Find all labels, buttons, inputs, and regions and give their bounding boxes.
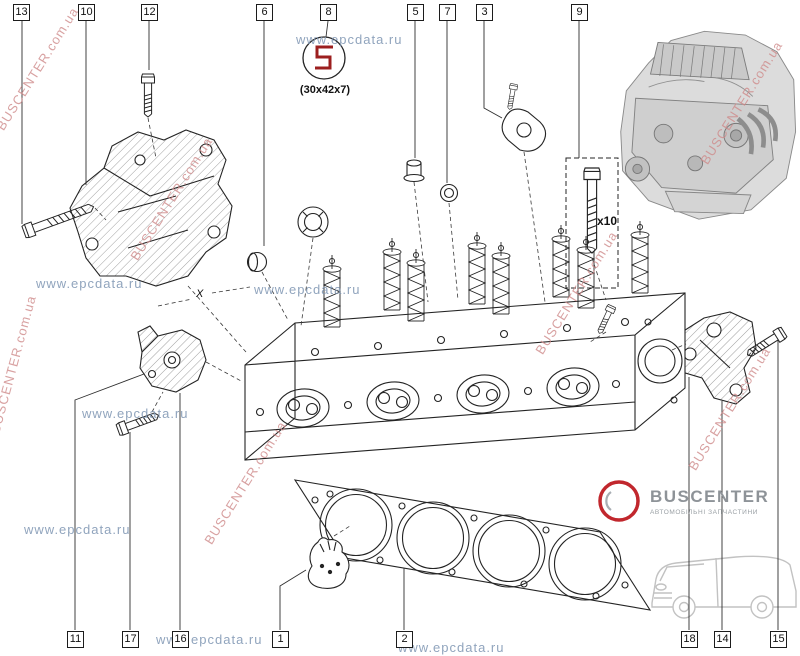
callout-box-12[interactable]: 12: [141, 4, 158, 21]
callout-box-1[interactable]: 1: [272, 631, 289, 648]
callout-box-3[interactable]: 3: [476, 4, 493, 21]
callout-box-15[interactable]: 15: [770, 631, 787, 648]
callout-box-10[interactable]: 10: [78, 4, 95, 21]
callout-box-6[interactable]: 6: [256, 4, 273, 21]
camshaft-seal: [297, 206, 329, 238]
small-bracket: [137, 325, 207, 393]
cup-plug: [246, 251, 268, 273]
logo-tagline: АВТОМОБІЛЬНІ ЗАПЧАСТИНИ: [650, 508, 759, 516]
callout-box-13[interactable]: 13: [13, 4, 30, 21]
engine-mount-bracket: [69, 129, 233, 287]
gasket-kit-bag: [307, 537, 350, 589]
bolt-12: [141, 73, 155, 118]
logo-name: BUSCENTER: [650, 486, 770, 506]
small-seal: [439, 183, 459, 203]
seal-cross-section-icon: [302, 36, 346, 80]
head-bolt-9: [565, 157, 619, 289]
callout-box-8[interactable]: 8: [320, 4, 337, 21]
callout-box-17[interactable]: 17: [122, 631, 139, 648]
callout-box-7[interactable]: 7: [439, 4, 456, 21]
callout-box-14[interactable]: 14: [714, 631, 731, 648]
bolt-17: [115, 408, 162, 437]
section-mark-label: X: [196, 288, 204, 300]
callout-box-11[interactable]: 11: [67, 631, 84, 648]
leader-lines: [21, 20, 779, 630]
callout-box-16[interactable]: 16: [172, 631, 189, 648]
valve-stem-seal: [403, 159, 425, 183]
callout-box-5[interactable]: 5: [407, 4, 424, 21]
callout-box-9[interactable]: 9: [571, 4, 588, 21]
lifting-bracket: [501, 108, 547, 152]
bolts: [21, 73, 788, 437]
cylinder-head: [244, 220, 686, 461]
head-gasket: [293, 479, 652, 611]
buscenter-logo: BUSCENTER АВТОМОБІЛЬНІ ЗАПЧАСТИНИ: [596, 478, 769, 524]
engine-image: [620, 30, 797, 220]
assembly-dashed-lines: [94, 117, 755, 537]
callout-box-2[interactable]: 2: [396, 631, 413, 648]
van-outline: [651, 555, 797, 619]
seal-dimensions-label: (30x42x7): [299, 84, 351, 96]
stud-bolt-3: [505, 83, 519, 111]
callout-box-18[interactable]: 18: [681, 631, 698, 648]
buscenter-logo-icon: [598, 480, 640, 522]
bolt-quantity-label: x10: [597, 214, 618, 228]
